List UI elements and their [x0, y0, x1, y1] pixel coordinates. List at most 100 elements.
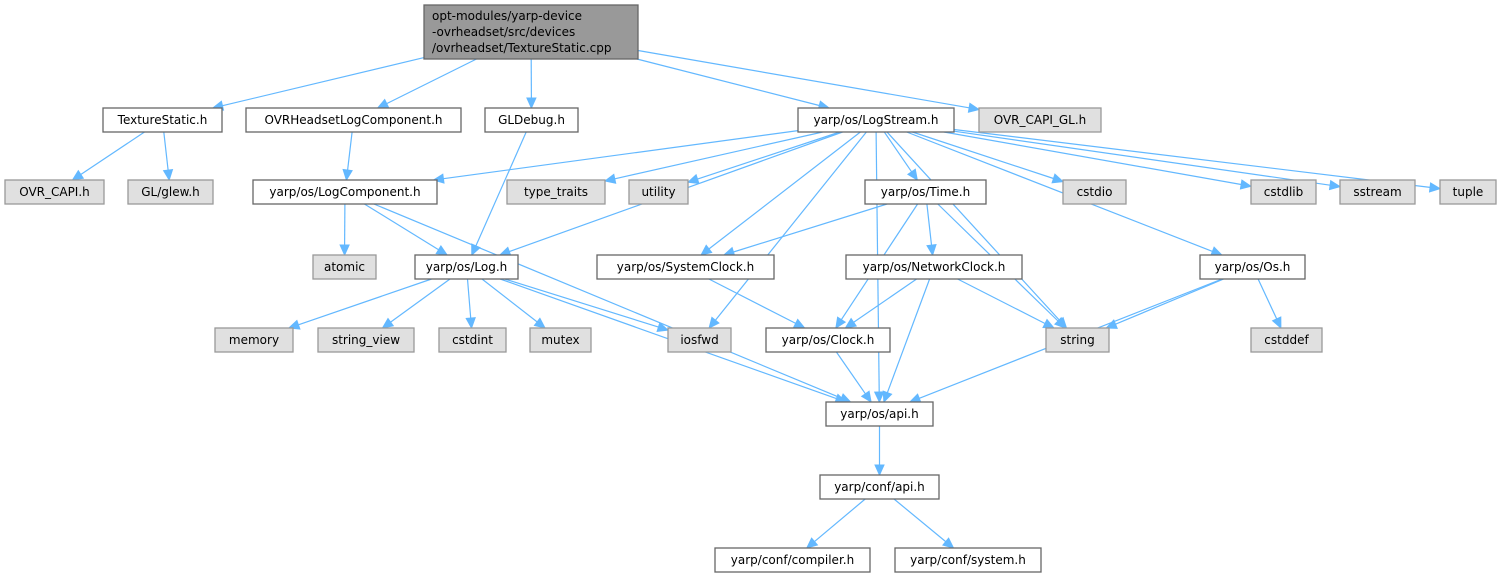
edge-logstream_h-to-cstdlib — [943, 131, 1242, 186]
node-clock-h[interactable]: yarp/os/Clock.h — [765, 327, 891, 353]
edge-logcomponent_h-to-log_h — [364, 203, 439, 251]
edge-root-to-logstream_h — [636, 58, 820, 107]
edge-log_h-to-memory — [298, 278, 432, 326]
node-texturestatic-h[interactable]: TextureStatic.h — [102, 107, 223, 133]
node-memory: memory — [214, 327, 294, 353]
arrowhead-icon — [1328, 179, 1342, 191]
edges-layer — [71, 49, 1442, 549]
edge-logstream_h-to-sstream — [953, 130, 1331, 186]
arrowhead-icon — [162, 169, 174, 182]
node-label: utility — [641, 185, 675, 199]
node-label: yarp/os/LogComponent.h — [269, 185, 420, 199]
arrowhead-icon — [700, 244, 713, 256]
node-log-h[interactable]: yarp/os/Log.h — [414, 254, 519, 280]
node-conf-api-h[interactable]: yarp/conf/api.h — [819, 474, 940, 500]
edge-logstream_h-to-cstdio — [912, 131, 1054, 180]
edge-os_h-to-cstddef — [1257, 278, 1278, 320]
arrowhead-icon — [844, 317, 858, 329]
node-tuple: tuple — [1439, 179, 1497, 205]
arrowhead-icon — [533, 317, 546, 329]
node-label: yarp/os/Time.h — [881, 185, 970, 199]
node-label: cstdio — [1077, 185, 1113, 199]
node-ovrheadsetlogcomponent-h[interactable]: OVRHeadsetLogComponent.h — [245, 107, 462, 133]
node-conf-system-h[interactable]: yarp/conf/system.h — [894, 547, 1042, 573]
edge-clock_h-to-os_api_h — [835, 351, 866, 395]
node-gl-glew-h: GL/glew.h — [127, 179, 214, 205]
node-label: yarp/os/SystemClock.h — [617, 260, 754, 274]
node-label: yarp/os/Log.h — [426, 260, 508, 274]
arrowhead-icon — [686, 173, 700, 184]
node-label: yarp/os/NetworkClock.h — [863, 260, 1006, 274]
edge-root-to-ovr_capi_gl_h — [637, 49, 970, 109]
node-logstream-h[interactable]: yarp/os/LogStream.h — [797, 107, 955, 133]
edge-log_h-to-mutex — [481, 278, 538, 323]
node-label: OVRHeadsetLogComponent.h — [264, 113, 442, 127]
node-time-h[interactable]: yarp/os/Time.h — [864, 179, 987, 205]
node-label: cstddef — [1264, 333, 1309, 347]
node-label: yarp/os/api.h — [840, 407, 918, 421]
edge-root-to-texturestatic_h — [222, 57, 425, 107]
node-label: yarp/conf/system.h — [910, 553, 1026, 567]
edge-conf_api_h-to-conf_compiler_h — [814, 498, 866, 543]
arrowhead-icon — [71, 169, 85, 181]
edge-gldebug_h-to-log_h — [475, 131, 527, 247]
edge-networkclock_h-to-os_api_h — [886, 278, 931, 393]
node-string-view: string_view — [317, 327, 415, 353]
node-label: GLDebug.h — [498, 113, 565, 127]
node-iosfwd: iosfwd — [667, 327, 732, 353]
node-label: sstream — [1353, 185, 1401, 199]
node-label: TextureStatic.h — [117, 113, 208, 127]
arrowhead-icon — [465, 317, 476, 330]
arrowhead-icon — [882, 390, 893, 404]
arrowhead-icon — [835, 316, 847, 330]
node-label: cstdlib — [1264, 185, 1303, 199]
edge-log_h-to-cstdint — [466, 278, 472, 319]
node-systemclock-h[interactable]: yarp/os/SystemClock.h — [596, 254, 775, 280]
arrowhead-icon — [926, 244, 937, 257]
node-networkclock-h[interactable]: yarp/os/NetworkClock.h — [845, 254, 1023, 280]
edge-logstream_h-to-time_h — [883, 131, 913, 173]
node-gldebug-h[interactable]: GLDebug.h — [484, 107, 579, 133]
arrowhead-icon — [1051, 173, 1065, 184]
node-string: string — [1045, 327, 1110, 353]
node-atomic: atomic — [312, 254, 377, 280]
edge-os_h-to-string — [1115, 278, 1224, 325]
node-label: type_traits — [524, 185, 588, 199]
edge-log_h-to-string_view — [390, 278, 451, 323]
node-ovr-capi-gl-h: OVR_CAPI_GL.h — [978, 107, 1102, 133]
node-type-traits: type_traits — [506, 179, 606, 205]
node-label: mutex — [541, 333, 579, 347]
arrowhead-icon — [908, 393, 922, 404]
node-cstdint: cstdint — [438, 327, 507, 353]
edge-systemclock_h-to-clock_h — [708, 278, 796, 324]
arrowhead-icon — [906, 168, 918, 182]
edge-logstream_h-to-systemclock_h — [708, 131, 861, 250]
arrowhead-icon — [339, 244, 350, 257]
edge-logstream_h-to-utility — [697, 131, 840, 180]
node-os-api-h[interactable]: yarp/os/api.h — [825, 401, 934, 427]
node-cstddef: cstddef — [1250, 327, 1323, 353]
edge-time_h-to-networkclock_h — [926, 203, 933, 246]
edge-logstream_h-to-string — [886, 131, 1061, 322]
node-logcomponent-h[interactable]: yarp/os/LogComponent.h — [252, 179, 438, 205]
edge-logstream_h-to-tuple — [953, 128, 1431, 188]
root-line-1: opt-modules/yarp-device — [432, 9, 582, 23]
node-os-h[interactable]: yarp/os/Os.h — [1199, 254, 1306, 280]
arrowhead-icon — [287, 319, 301, 330]
edge-log_h-to-iosfwd — [504, 278, 659, 328]
edge-logstream_h-to-type_traits — [614, 131, 823, 180]
arrowhead-icon — [942, 537, 955, 549]
node-sstream: sstream — [1339, 179, 1416, 205]
node-label: string — [1060, 333, 1094, 347]
arrowhead-icon — [805, 537, 819, 549]
arrowhead-icon — [603, 173, 617, 184]
node-label: tuple — [1453, 185, 1484, 199]
root-line-3: /ovrheadset/TextureStatic.cpp — [432, 41, 611, 55]
node-ovr-capi-h: OVR_CAPI.h — [4, 179, 105, 205]
edge-texturestatic_h-to-ovr_capi_h — [80, 131, 145, 175]
edge-logstream_h-to-logcomponent_h — [443, 130, 799, 180]
arrowhead-icon — [376, 98, 390, 109]
node-conf-compiler-h[interactable]: yarp/conf/compiler.h — [714, 547, 871, 573]
node-label: yarp/conf/api.h — [834, 480, 925, 494]
arrowhead-icon — [342, 168, 353, 182]
